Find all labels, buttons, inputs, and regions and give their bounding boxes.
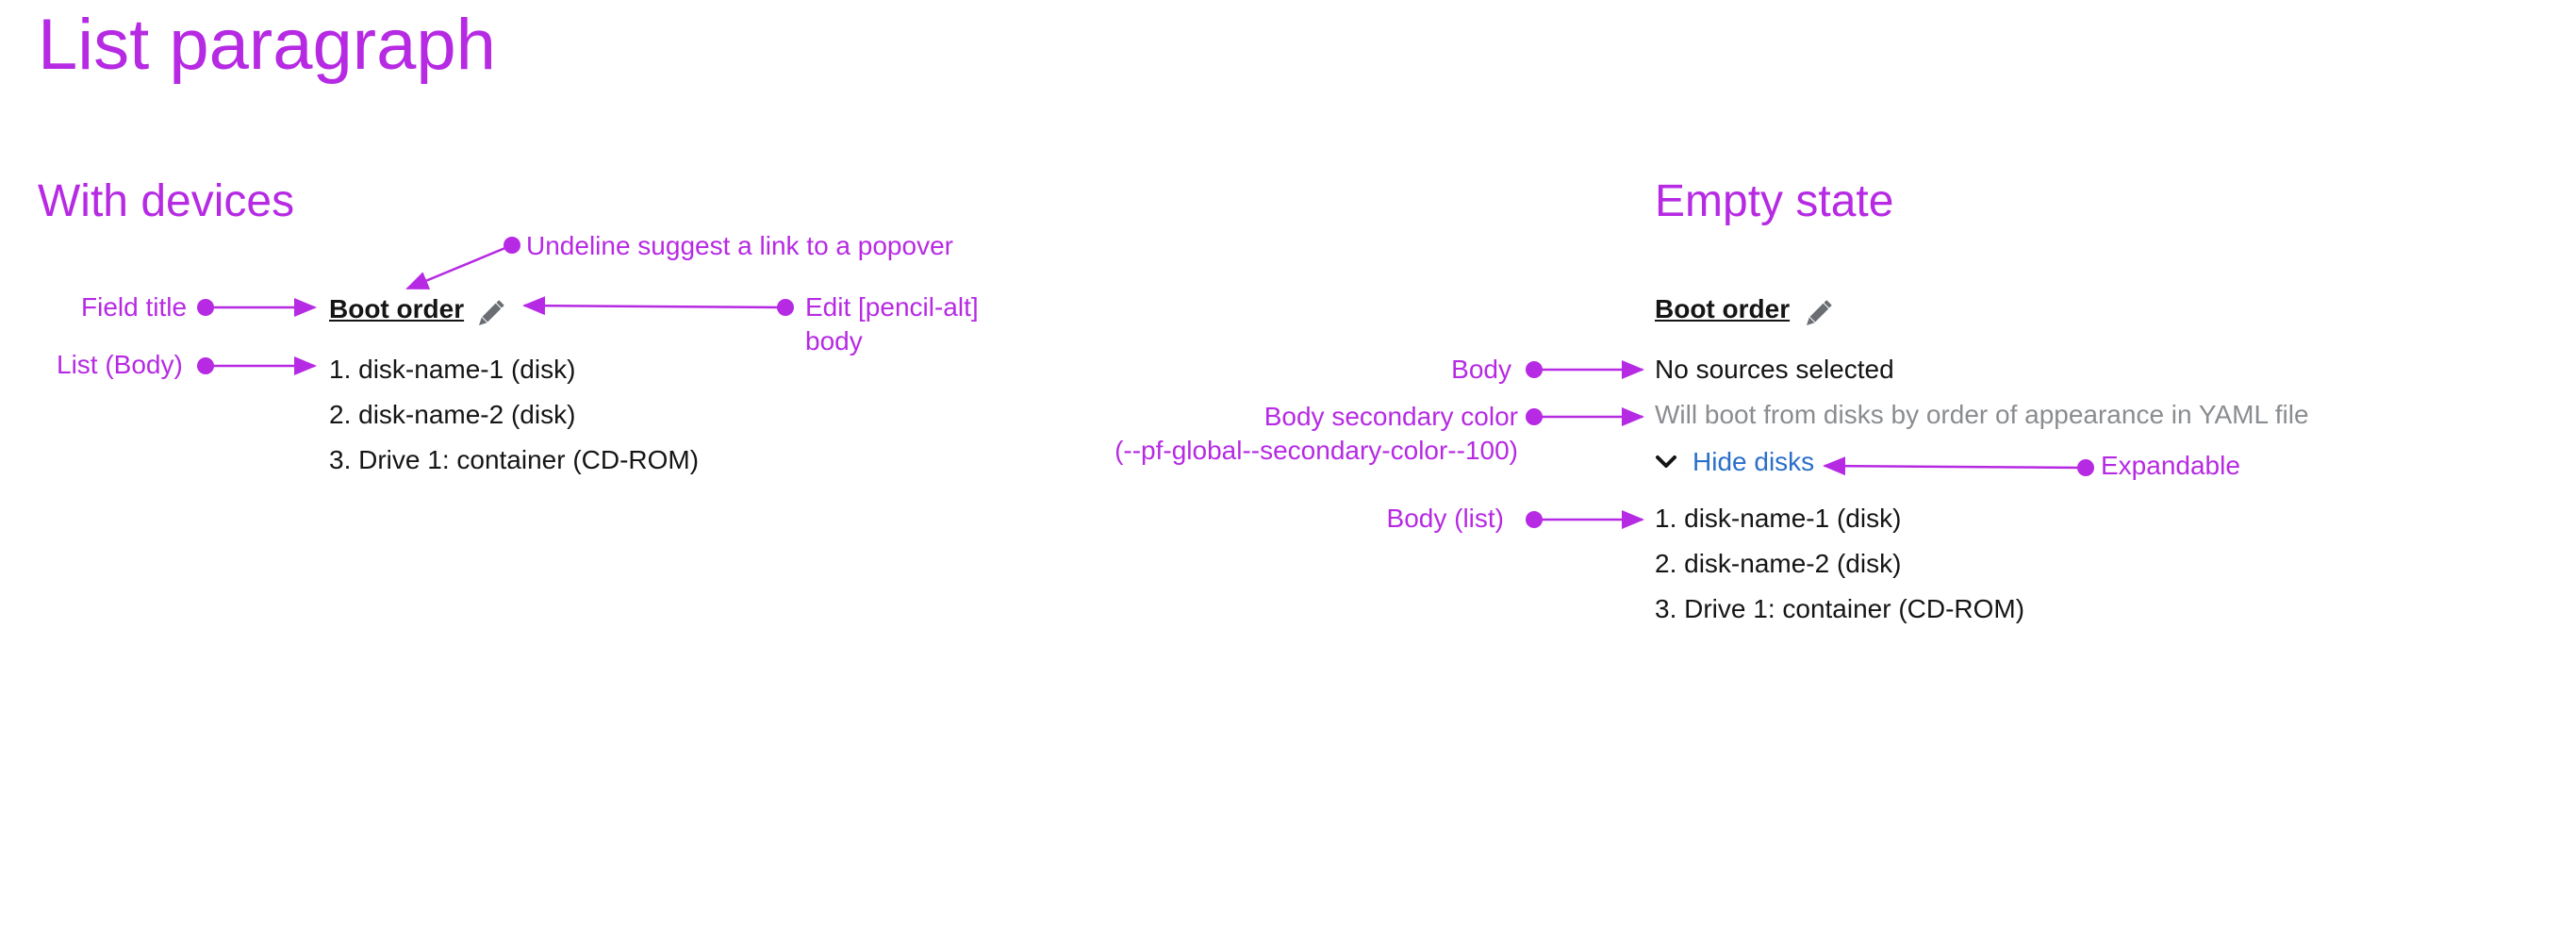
annotation-secondary-line2: (--pf-global--secondary-color--100) [1115,436,1518,465]
annotation-body-list: Body (list) [1386,504,1504,533]
connector-edit [522,296,786,316]
annotation-edit-line1: Edit [pencil-alt] [805,292,979,322]
with-devices-heading: With devices [38,176,295,226]
annotation-field-title: Field title [81,292,188,322]
list-item: 1. disk-name-1 (disk) [329,355,576,384]
list-item: 1. disk-name-1 (disk) [1655,504,1902,533]
annotation-undeline: Undeline suggest a link to a popover [526,231,953,260]
chevron-down-icon [1655,453,1677,472]
field-title-link-empty[interactable]: Boot order [1655,294,1791,323]
list-item: 3. Drive 1: container (CD-ROM) [1655,594,2025,623]
connector-dot [777,299,794,316]
connector-dot [1526,511,1543,528]
annotation-expandable: Expandable [2101,451,2240,480]
annotation-body: Body [1451,355,1511,384]
list-item: 2. disk-name-2 (disk) [1655,549,1902,578]
annotation-edit-line2: body [805,326,863,356]
connector-dot [197,357,214,374]
connector-dot [2077,459,2094,476]
field-title-link[interactable]: Boot order [329,294,465,323]
pencil-alt-icon[interactable] [1799,295,1837,333]
hide-disks-label: Hide disks [1693,447,1815,476]
secondary-text: Will boot from disks by order of appeara… [1655,400,2309,429]
connector-dot [1526,361,1543,378]
list-item: 2. disk-name-2 (disk) [329,400,576,429]
list-item: 3. Drive 1: container (CD-ROM) [329,445,700,474]
connector-dot [197,299,214,316]
annotation-list-body: List (Body) [57,350,183,379]
empty-state-heading: Empty state [1655,176,1894,226]
connector-expandable [1823,456,2087,476]
annotation-secondary-line1: Body secondary color [1263,402,1518,431]
pencil-alt-icon[interactable] [471,295,509,333]
empty-body-text: No sources selected [1655,355,1894,384]
connector-dot [1526,408,1543,425]
page-title: List paragraph [38,5,496,85]
connector-undeline [405,243,513,290]
connector-dot [504,237,520,254]
